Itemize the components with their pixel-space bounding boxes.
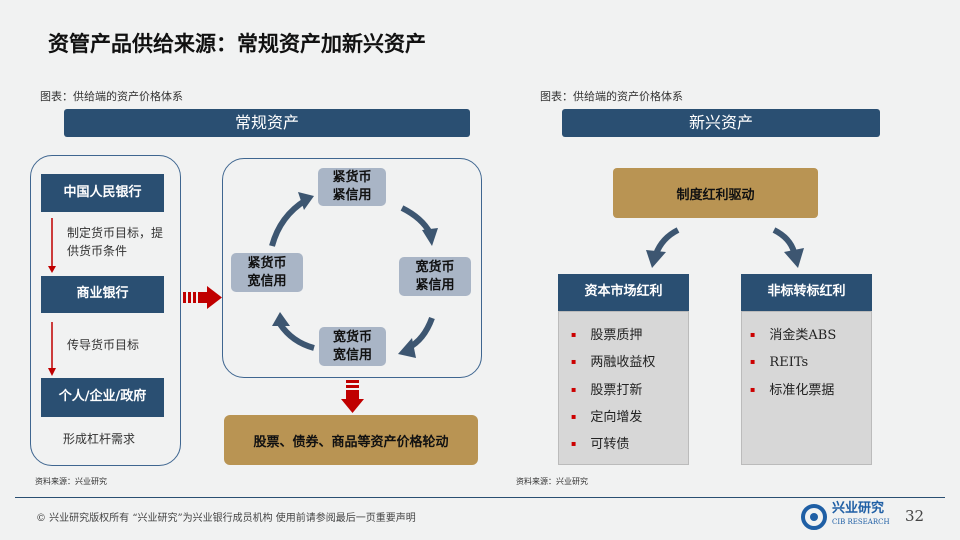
commercial-bank-box: 商业银行 (41, 276, 164, 313)
list-item: 消金类ABS (750, 322, 871, 349)
down-arrows-icon (48, 218, 56, 376)
logo-en: CIB RESEARCH (832, 518, 890, 526)
down-arrow-icon (341, 380, 364, 413)
page-title: 资管产品供给来源：常规资产加新兴资产 (48, 31, 426, 56)
capital-market-list: 股票质押 两融收益权 股票打新 定向增发 可转债 (558, 311, 689, 465)
right-source: 资料来源：兴业研究 (516, 477, 588, 486)
left-header: 常规资产 (64, 109, 470, 137)
note-set-target: 制定货币目标，提供货币条件 (67, 226, 164, 258)
list-item: 股票打新 (571, 377, 688, 404)
list-item: 股票质押 (571, 322, 688, 349)
capital-market-header: 资本市场红利 (558, 274, 689, 311)
left-source: 资料来源：兴业研究 (35, 477, 107, 486)
asset-rotation-box: 股票、债券、商品等资产价格轮动 (224, 415, 478, 465)
cycle-frame (222, 158, 482, 378)
left-caption: 图表：供给端的资产价格体系 (40, 90, 183, 103)
driver-box: 制度红利驱动 (613, 168, 818, 218)
nonstandard-list: 消金类ABS REITs 标准化票据 (741, 311, 872, 465)
cycle-node-bottom: 宽货币 宽信用 (319, 327, 386, 366)
cycle-arrows-icon (269, 192, 438, 358)
note-leverage: 形成杠杆需求 (63, 432, 136, 446)
nonstandard-header: 非标转标红利 (741, 274, 872, 311)
list-item: 定向增发 (571, 404, 688, 431)
cycle-node-right: 宽货币 紧信用 (399, 257, 471, 296)
list-item: 两融收益权 (571, 349, 688, 376)
cycle-node-top: 紧货币 紧信用 (318, 168, 386, 206)
footer-divider (15, 497, 945, 498)
note-transmit: 传导货币目标 (67, 338, 140, 352)
cib-logo-icon (801, 504, 827, 530)
page-number: 32 (905, 507, 925, 525)
right-header: 新兴资产 (562, 109, 880, 137)
right-caption: 图表：供给端的资产价格体系 (540, 90, 683, 103)
pboc-box: 中国人民银行 (41, 174, 164, 212)
cycle-node-left: 紧货币 宽信用 (231, 253, 303, 292)
split-arrows-icon (646, 227, 804, 268)
logo-cn: 兴业研究 (832, 501, 885, 516)
chain-frame (30, 155, 181, 466)
list-item: 可转债 (571, 431, 688, 458)
list-item: 标准化票据 (750, 377, 871, 404)
right-arrow-icon (183, 286, 222, 309)
footer-copyright: © 兴业研究版权所有 “兴业研究”为兴业银行成员机构 使用前请参阅最后一页重要声… (36, 513, 416, 524)
borrowers-box: 个人/企业/政府 (41, 378, 164, 417)
list-item: REITs (750, 349, 871, 376)
